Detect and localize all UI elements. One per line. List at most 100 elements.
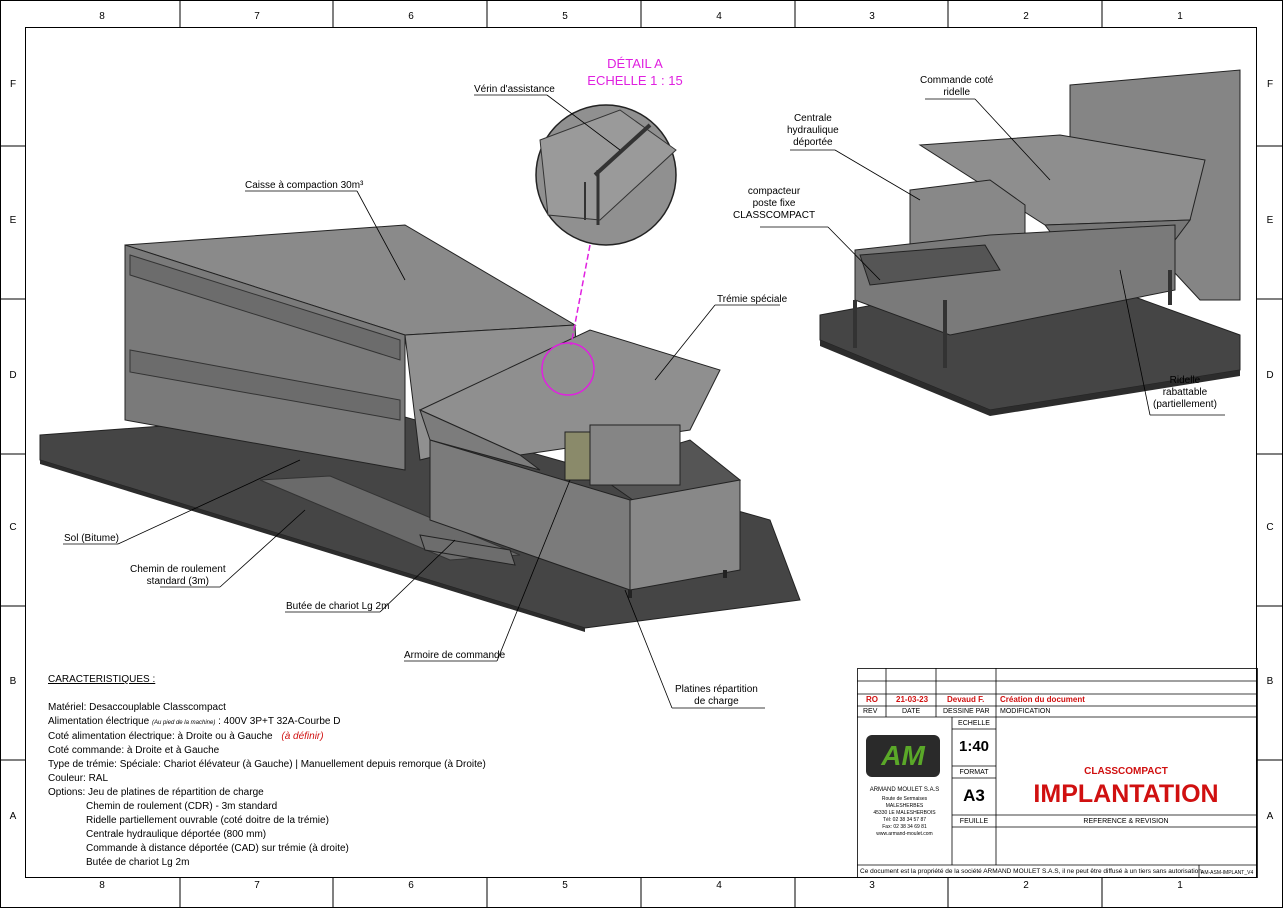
callout-platines-line1: Platines répartition xyxy=(675,684,758,695)
frame-col-6-bottom: 6 xyxy=(408,880,414,891)
frame-col-1: 1 xyxy=(1177,11,1183,22)
char-materiel: Matériel: Desaccouplable Classcompact xyxy=(48,702,226,713)
callout-commande-line1: Commande coté xyxy=(920,75,994,86)
header-feuille: FEUILLE xyxy=(959,818,989,825)
callout-compacteur-line1: compacteur xyxy=(747,186,801,197)
disclaimer: Ce document est la propriété de la socié… xyxy=(860,868,1204,875)
char-cote-alim: Coté alimentation électrique: à Droite o… xyxy=(48,730,486,744)
callout-compacteur: compacteur poste fixe CLASSCOMPACT xyxy=(733,186,815,222)
frame-col-7-bottom: 7 xyxy=(254,880,260,891)
callout-sol: Sol (Bitume) xyxy=(64,533,120,544)
char-option-item: Chemin de roulement (CDR) - 3m standard xyxy=(86,801,278,812)
reference-revision: REFERENCE & REVISION xyxy=(1083,818,1169,825)
frame-row-e: E xyxy=(9,215,17,226)
callout-platines-line2: de charge xyxy=(694,696,739,707)
char-option-item: Commande à distance déportée (CAD) sur t… xyxy=(86,843,349,854)
callout-centrale: Centrale hydraulique déportée xyxy=(787,113,839,149)
frame-row-a-right: A xyxy=(1266,811,1274,822)
callout-centrale-line3: déportée xyxy=(793,137,833,148)
header-echelle: ECHELLE xyxy=(958,720,990,727)
frame-col-2-bottom: 2 xyxy=(1023,880,1029,891)
callout-ridelle-line1: Ridelle xyxy=(1169,375,1201,386)
callout-ridelle: Ridelle rabattable (partiellement) xyxy=(1153,375,1217,411)
header-dessine: DESSINE PAR xyxy=(943,708,990,715)
frame-row-e-right: E xyxy=(1266,215,1274,226)
frame-row-c-right: C xyxy=(1266,522,1274,533)
document-reference: AM-ASM-IMPLANT_V4 xyxy=(1201,870,1254,876)
company-tel: Tél: 02 38 34 57 87 xyxy=(882,817,927,823)
header-modification: MODIFICATION xyxy=(1000,708,1051,715)
frame-col-4-bottom: 4 xyxy=(716,880,722,891)
document-title: IMPLANTATION xyxy=(1033,780,1219,808)
frame-col-8-bottom: 8 xyxy=(99,880,105,891)
product-name: CLASSCOMPACT xyxy=(1084,766,1168,777)
char-options: Options: Jeu de platines de répartition … xyxy=(48,787,264,798)
company-logo: AM xyxy=(866,735,940,777)
callout-butee: Butée de chariot Lg 2m xyxy=(286,601,390,612)
callout-centrale-line1: Centrale xyxy=(793,113,832,124)
frame-col-8: 8 xyxy=(99,11,105,22)
callout-tremie: Trémie spéciale xyxy=(717,294,788,305)
address-line: MALESHERBES xyxy=(885,803,924,809)
rev-author: Devaud F. xyxy=(947,695,985,704)
callout-ridelle-line3: (partiellement) xyxy=(1153,399,1217,410)
char-option-item: Centrale hydraulique déportée (800 mm) xyxy=(86,829,267,840)
callout-chemin-line2: standard (3m) xyxy=(146,576,209,587)
frame-row-d-right: D xyxy=(1266,370,1274,381)
frame-col-3: 3 xyxy=(869,11,875,22)
frame-col-1-bottom: 1 xyxy=(1177,880,1183,891)
char-couleur: Couleur: RAL xyxy=(48,773,109,784)
frame-row-f: F xyxy=(9,79,17,90)
company-fax: Fax: 02 38 34 69 81 xyxy=(882,824,927,830)
frame-row-d: D xyxy=(9,370,17,381)
callout-chemin: Chemin de roulement standard (3m) xyxy=(130,564,226,588)
callout-caisse: Caisse à compaction 30m³ xyxy=(245,180,364,191)
char-option-item: Butée de chariot Lg 2m xyxy=(86,857,190,868)
callout-chemin-line1: Chemin de roulement xyxy=(130,564,226,575)
header-rev: REV xyxy=(863,708,878,715)
char-option-list: Chemin de roulement (CDR) - 3m standard … xyxy=(48,800,486,870)
company-web: www.armand-moulet.com xyxy=(876,831,933,837)
frame-row-f-right: F xyxy=(1266,79,1274,90)
address-line: 45330 LE MALESHERBOIS xyxy=(873,810,936,816)
frame-col-6: 6 xyxy=(408,11,414,22)
frame-col-2: 2 xyxy=(1023,11,1029,22)
callout-platines: Platines répartition de charge xyxy=(675,684,758,708)
frame-col-4: 4 xyxy=(716,11,722,22)
callout-armoire: Armoire de commande xyxy=(404,650,506,661)
callout-centrale-line2: hydraulique xyxy=(787,125,839,136)
company-name: ARMAND MOULET S.A.S xyxy=(869,787,940,793)
detail-scale: ECHELLE 1 : 15 xyxy=(587,73,683,88)
char-option-item: Ridelle partiellement ouvrable (coté doi… xyxy=(86,815,329,826)
rev-date: 21-03-23 xyxy=(896,695,929,704)
char-alim-note: (Au pied de la machine) xyxy=(151,720,216,726)
header-date: DATE xyxy=(902,708,921,715)
char-alim: Alimentation électrique (Au pied de la m… xyxy=(48,715,486,730)
callout-commande: Commande coté ridelle xyxy=(920,75,993,99)
callout-verin: Vérin d'assistance xyxy=(474,84,555,95)
detail-name: DÉTAIL A xyxy=(607,56,663,71)
rev-description: Création du document xyxy=(1000,695,1085,704)
char-alim-label: Alimentation électrique xyxy=(48,716,150,727)
callout-compacteur-line3: CLASSCOMPACT xyxy=(733,210,816,221)
char-alim-value: : 400V 3P+T 32A-Courbe D xyxy=(218,716,341,727)
frame-row-c: C xyxy=(9,522,17,533)
company-address: Route de Sermaises MALESHERBES 45330 LE … xyxy=(857,796,952,838)
char-type-tremie: Type de trémie: Spéciale: Chariot élévat… xyxy=(48,759,486,770)
callout-commande-line2: ridelle xyxy=(943,87,971,98)
frame-col-5: 5 xyxy=(562,11,568,22)
frame-row-b: B xyxy=(9,676,17,687)
address-line: Route de Sermaises xyxy=(881,796,928,802)
callout-compacteur-line2: poste fixe xyxy=(752,198,796,209)
frame-col-7: 7 xyxy=(254,11,260,22)
char-cote-alim-note: (à définir) xyxy=(281,731,324,742)
echelle-value: 1:40 xyxy=(958,738,990,755)
callout-ridelle-line2: rabattable xyxy=(1162,387,1208,398)
characteristics-heading: CARACTERISTIQUES : xyxy=(48,674,156,685)
frame-col-5-bottom: 5 xyxy=(562,880,568,891)
frame-row-a: A xyxy=(9,811,17,822)
characteristics-block: CARACTERISTIQUES : Matériel: Desaccoupla… xyxy=(48,673,486,870)
detail-title: DÉTAIL A ECHELLE 1 : 15 xyxy=(560,55,710,89)
header-format: FORMAT xyxy=(959,769,989,776)
